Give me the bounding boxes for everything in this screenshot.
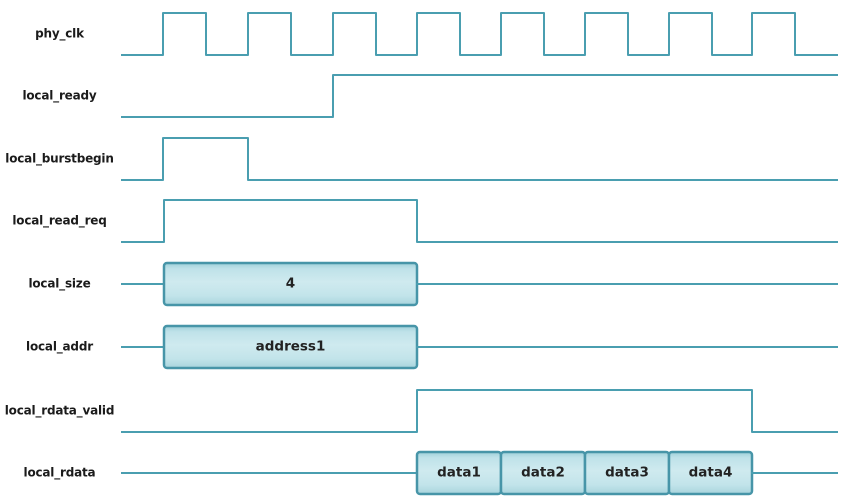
bus-value-data2: data2 xyxy=(521,464,565,481)
waveform-local_burstbegin xyxy=(121,137,838,181)
waveform-local_ready xyxy=(121,74,838,118)
signal-label-phy-clk: phy_clk xyxy=(35,26,84,41)
waveform-phy_clk xyxy=(121,12,838,56)
signal-label-local-addr: local_addr xyxy=(26,339,93,354)
bus-value-local-addr: address1 xyxy=(255,338,326,355)
signal-label-local-burstbegin: local_burstbegin xyxy=(5,151,114,166)
signal-label-local-ready: local_ready xyxy=(22,88,97,103)
signal-label-local-size: local_size xyxy=(28,276,91,291)
bus-value-local-size: 4 xyxy=(285,275,296,292)
bus-value-data3: data3 xyxy=(605,464,649,481)
signal-label-local-rdata: local_rdata xyxy=(23,465,96,480)
bus-value-data4: data4 xyxy=(688,464,733,481)
signal-label-local-read-req: local_read_req xyxy=(12,213,107,228)
bus-value-data1: data1 xyxy=(437,464,481,481)
waveform-local_read_req xyxy=(121,199,838,243)
waveform-local_rdata_valid xyxy=(121,389,838,433)
signal-label-local-rdata-valid: local_rdata_valid xyxy=(4,403,115,418)
